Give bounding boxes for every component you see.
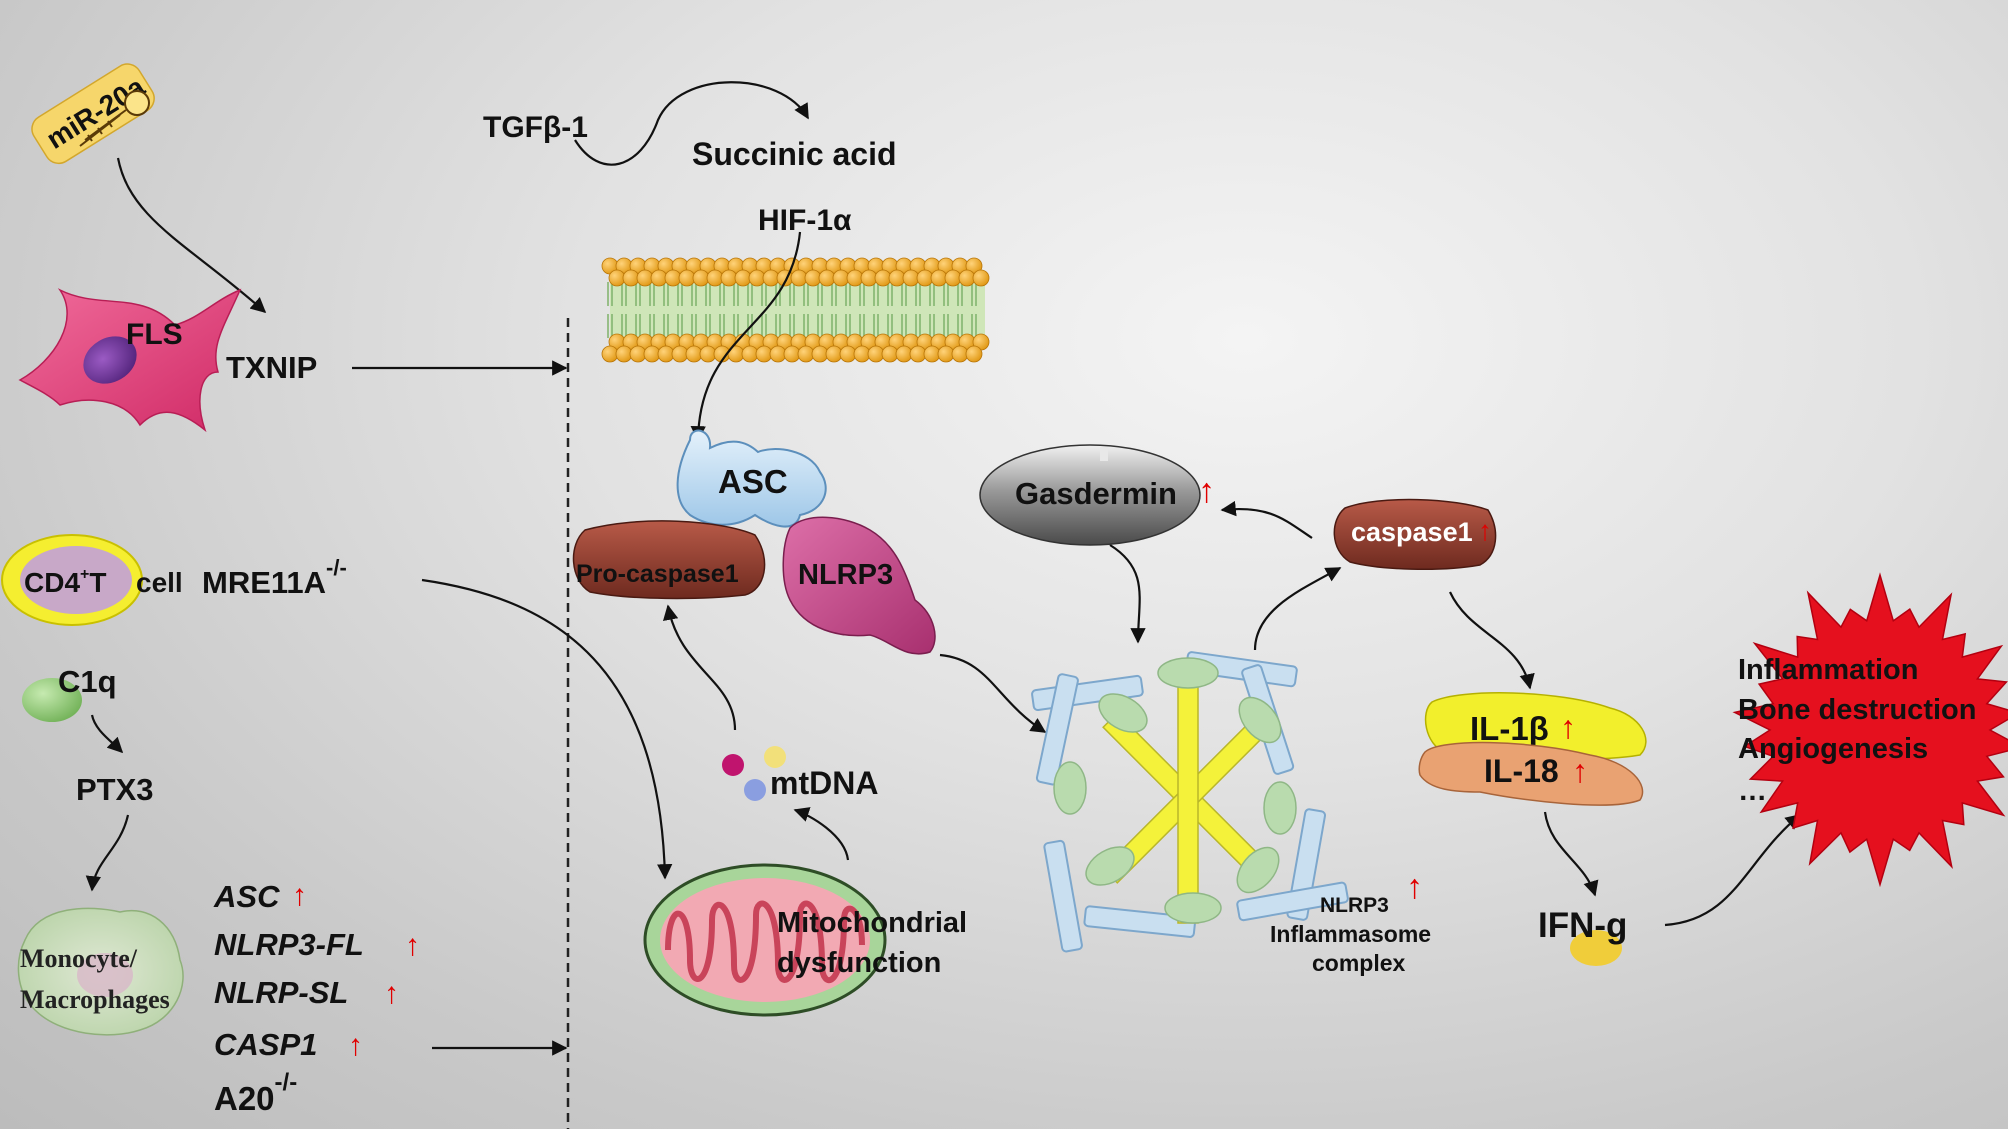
arrow-il18-ifng [1543, 811, 1599, 897]
mre11a-label: MRE11A-/- [202, 555, 347, 600]
hif1a-label: HIF-1α [758, 204, 852, 237]
cd4-label: CD4+T [24, 566, 106, 598]
nlrp3-label: NLRP3 [798, 559, 893, 591]
gasdermin-label: Gasdermin [1015, 476, 1177, 511]
cell-label: cell [136, 567, 183, 598]
nlrp-sl-up-arrow: ↑ [384, 977, 399, 1010]
tgfb1-label: TGFβ-1 [483, 111, 588, 144]
nlrp3-fl-label: NLRP3-FL [214, 927, 364, 962]
casp1-label: CASP1 [214, 1027, 317, 1062]
monocyte-label-1: Monocyte/ [20, 944, 138, 973]
outcome-inflammation: Inflammation [1738, 654, 1918, 686]
arrow-ptx3-monocyte [85, 814, 130, 892]
ifng-cytokine: IFN-g [1538, 906, 1627, 966]
hairpin-rna-icon [79, 90, 150, 147]
caspase1-protein: caspase1 ↑ [1333, 498, 1497, 571]
a20-label: A20-/- [214, 1069, 297, 1117]
arrow-ifng-outcome [1664, 814, 1802, 927]
succinic-acid-label: Succinic acid [692, 136, 897, 172]
arrow-nlrp3-inflammasome [939, 653, 1047, 733]
gene-list: ASC ↑ NLRP3-FL ↑ NLRP-SL ↑ CASP1 ↑ A20-/… [213, 879, 420, 1117]
nlrp3-protein: NLRP3 [782, 516, 936, 655]
fls-label: FLS [126, 318, 183, 351]
mtdna-molecules: mtDNA [722, 746, 878, 801]
inflammasome-label-3: complex [1312, 950, 1406, 976]
inflammasome-up-arrow: ↑ [1406, 868, 1423, 906]
c1q-label: C1q [58, 664, 117, 699]
outcome-more: … [1738, 775, 1767, 807]
outcome-bone-destruction: Bone destruction [1738, 694, 1976, 726]
cd4-t-cell: CD4+T cell [1, 534, 183, 626]
arrow-caspase-gasdermin [1220, 500, 1313, 539]
inflammasome-label: NLRP3 ↑ Inflammasome complex [1270, 868, 1431, 976]
casp1-up-arrow: ↑ [348, 1029, 363, 1062]
arrow-mre11a-mito [421, 578, 673, 880]
c1q-molecule: C1q [22, 664, 117, 722]
inflammasome-label-2: Inflammasome [1270, 921, 1431, 947]
fls-cell: FLS [18, 288, 242, 433]
outcome-list: Inflammation Bone destruction Angiogenes… [1738, 654, 1976, 807]
arrow-inflammasome-caspase [1253, 567, 1342, 651]
mtdna-label: mtDNA [770, 765, 878, 801]
mir20a-badge: miR-20a [31, 63, 155, 165]
asc-gene-label: ASC [213, 879, 280, 914]
arrow-mir20a-txnip [116, 157, 267, 314]
caspase1-up-arrow: ↑ [1478, 515, 1492, 546]
ifng-label: IFN-g [1538, 906, 1627, 945]
arrow-c1q-ptx3 [90, 714, 124, 754]
il1b-label: IL-1β [1470, 710, 1549, 747]
il18-cytokine: IL-18 ↑ [1418, 741, 1644, 806]
caspase1-label: caspase1 [1351, 517, 1473, 547]
asc-protein: ASC [676, 429, 827, 528]
nucleus-icon [83, 336, 137, 384]
pro-caspase1-protein: Pro-caspase1 [572, 520, 766, 600]
cell-membrane [601, 257, 990, 363]
ptx3-label: PTX3 [76, 772, 154, 807]
monocyte-label-2: Macrophages [20, 985, 170, 1014]
outcome-angiogenesis: Angiogenesis [1738, 733, 1928, 765]
arrow-hif-asc [690, 231, 802, 442]
inflammasome-label-1: NLRP3 [1320, 894, 1389, 917]
asc-label: ASC [718, 463, 788, 500]
mito-label-2: dysfunction [777, 947, 941, 979]
mitochondria: Mitochondrial dysfunction [643, 863, 967, 1017]
pro-caspase1-label: Pro-caspase1 [576, 560, 739, 588]
monocyte-cell: Monocyte/ Macrophages [17, 907, 184, 1036]
gasdermin-up-arrow: ↑ [1198, 472, 1215, 510]
gasdermin-protein: Gasdermin ↑ [979, 444, 1215, 546]
arrow-mito-mtdna [793, 807, 850, 861]
mito-label-1: Mitochondrial [777, 907, 967, 939]
nlrp3-inflammasome [1031, 651, 1349, 953]
il18-label: IL-18 [1484, 753, 1559, 789]
nlrp3-fl-up-arrow: ↑ [405, 929, 420, 962]
il1b-up-arrow: ↑ [1560, 709, 1576, 745]
arrow-caspase-il1b [1449, 591, 1535, 690]
outcome-burst [1732, 572, 2008, 888]
il18-up-arrow: ↑ [1572, 753, 1588, 789]
arrow-gasdermin-inflammasome [1109, 544, 1146, 644]
asc-gene-up-arrow: ↑ [292, 879, 307, 912]
nlrp-sl-label: NLRP-SL [214, 975, 348, 1010]
arrow-tgfb-succinic [574, 81, 809, 166]
arrow-mtdna-procasp [662, 604, 737, 731]
txnip-label: TXNIP [226, 350, 317, 385]
pathway-arrows [85, 81, 1802, 1056]
